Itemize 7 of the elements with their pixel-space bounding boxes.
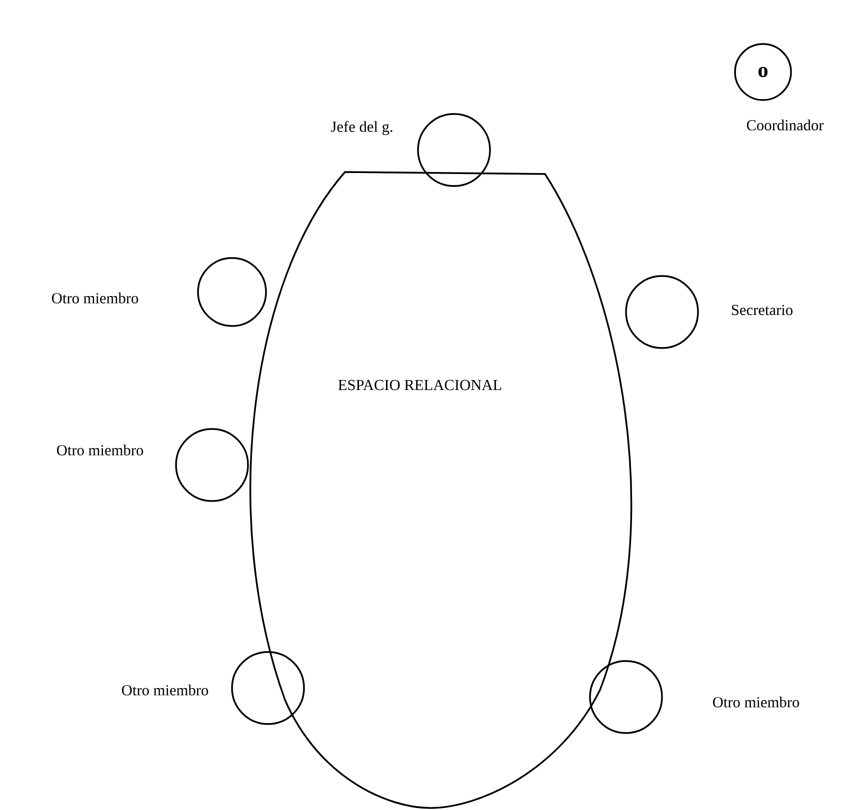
member-label: Otro miembro — [56, 444, 144, 456]
member-label: Jefe del g. — [331, 120, 392, 136]
member-label: Otro miembro — [122, 684, 208, 696]
member-label: Secretario — [732, 304, 792, 316]
member-label: Otro miembro — [52, 292, 138, 304]
member-label: Coordinador — [746, 120, 824, 130]
member-label: Otro miembro — [712, 696, 800, 708]
